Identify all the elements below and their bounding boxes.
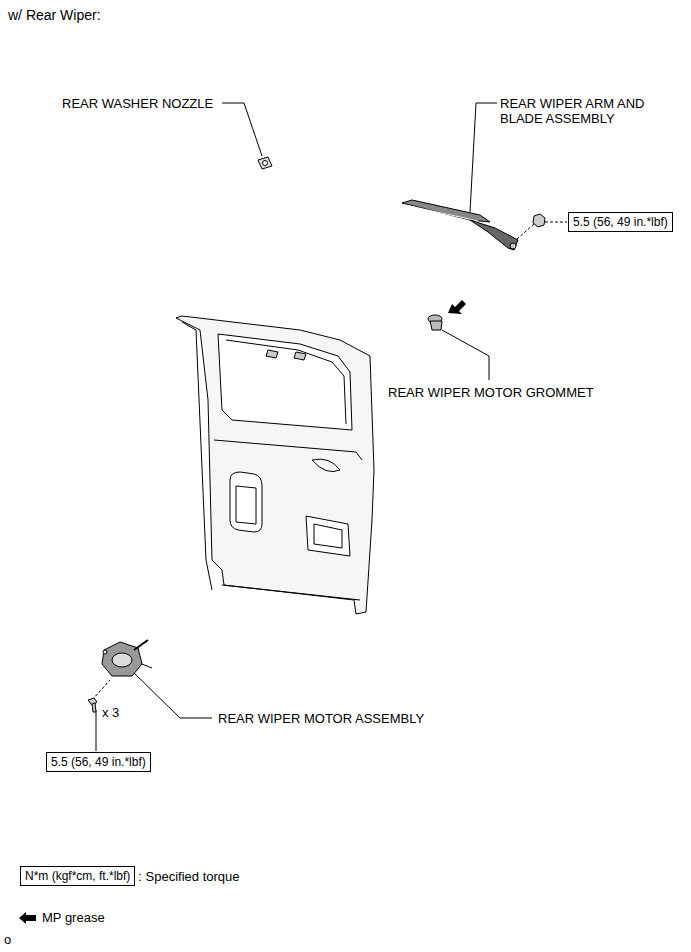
leader-line <box>470 103 497 212</box>
leader-line <box>92 680 110 700</box>
leader-line <box>442 330 489 380</box>
leader-line <box>96 710 97 751</box>
grease-arrow-symbol <box>18 911 38 925</box>
torque-value: 5.5 (56, 49 in.*lbf) <box>51 755 146 769</box>
quantity: x 3 <box>102 705 119 720</box>
part-name: REAR WIPER MOTOR GROMMET <box>388 385 594 400</box>
part-name: REAR WASHER NOZZLE <box>62 96 213 111</box>
torque-box: N*m (kgf*cm, ft.*lbf) <box>20 866 135 886</box>
back-door <box>176 316 374 614</box>
torque-box: 5.5 (56, 49 in.*lbf) <box>568 212 673 232</box>
diagram-title: w/ Rear Wiper: <box>8 8 101 23</box>
torque-value: 5.5 (56, 49 in.*lbf) <box>573 215 668 229</box>
bolt <box>88 698 97 712</box>
washer-nozzle <box>258 157 272 169</box>
part-name: REAR WIPER ARM AND BLADE ASSEMBLY <box>500 96 670 126</box>
wiper-motor <box>102 640 152 676</box>
torque-value: N*m (kgf*cm, ft.*lbf) <box>25 869 130 883</box>
grease-arrow <box>448 300 466 314</box>
leader-line <box>131 670 212 718</box>
leader-line <box>545 222 567 223</box>
torque-box: 5.5 (56, 49 in.*lbf) <box>46 752 151 772</box>
leader-line <box>222 103 262 156</box>
wiper-arm <box>402 200 518 250</box>
grommet <box>428 315 442 330</box>
part-name: REAR WIPER MOTOR ASSEMBLY <box>218 711 424 726</box>
figure-mark: o <box>4 932 11 947</box>
nut <box>533 214 545 227</box>
legend-text: MP grease <box>42 910 105 925</box>
leader-line <box>516 224 534 240</box>
legend-note: : Specified torque <box>138 869 239 884</box>
